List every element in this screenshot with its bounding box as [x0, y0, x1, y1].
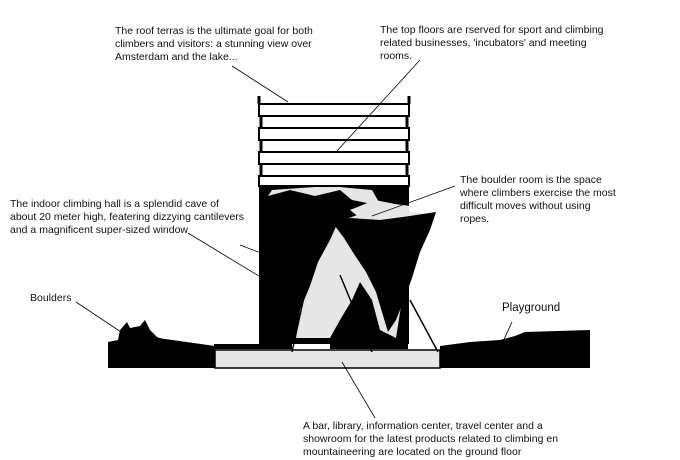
hall-left-wall	[259, 196, 276, 344]
top-floors-annotation: The top floors are rserved for sport and…	[380, 24, 604, 62]
top-floors	[257, 96, 411, 187]
ground-terrain	[108, 320, 215, 368]
ground-floor-slab-left	[214, 344, 292, 349]
ground-terrain-right	[440, 330, 590, 368]
climbing-hall-annotation: The indoor climbing hall is a splendid c…	[10, 198, 245, 236]
ground-floor	[214, 349, 441, 369]
roof-annotation: The roof terras is the ultimate goal for…	[115, 25, 313, 63]
leader-lines	[75, 59, 513, 419]
boulder-room-cantilever	[332, 212, 436, 332]
interior-struts	[291, 213, 439, 353]
boulders-label: Boulders	[30, 292, 72, 304]
playground-label: Playground	[502, 302, 561, 314]
boulder-room-annotation: The boulder room is the space where clim…	[460, 174, 616, 225]
boulder-room	[350, 200, 410, 218]
ground-floor-annotation: A bar, library, information center, trav…	[303, 420, 559, 458]
